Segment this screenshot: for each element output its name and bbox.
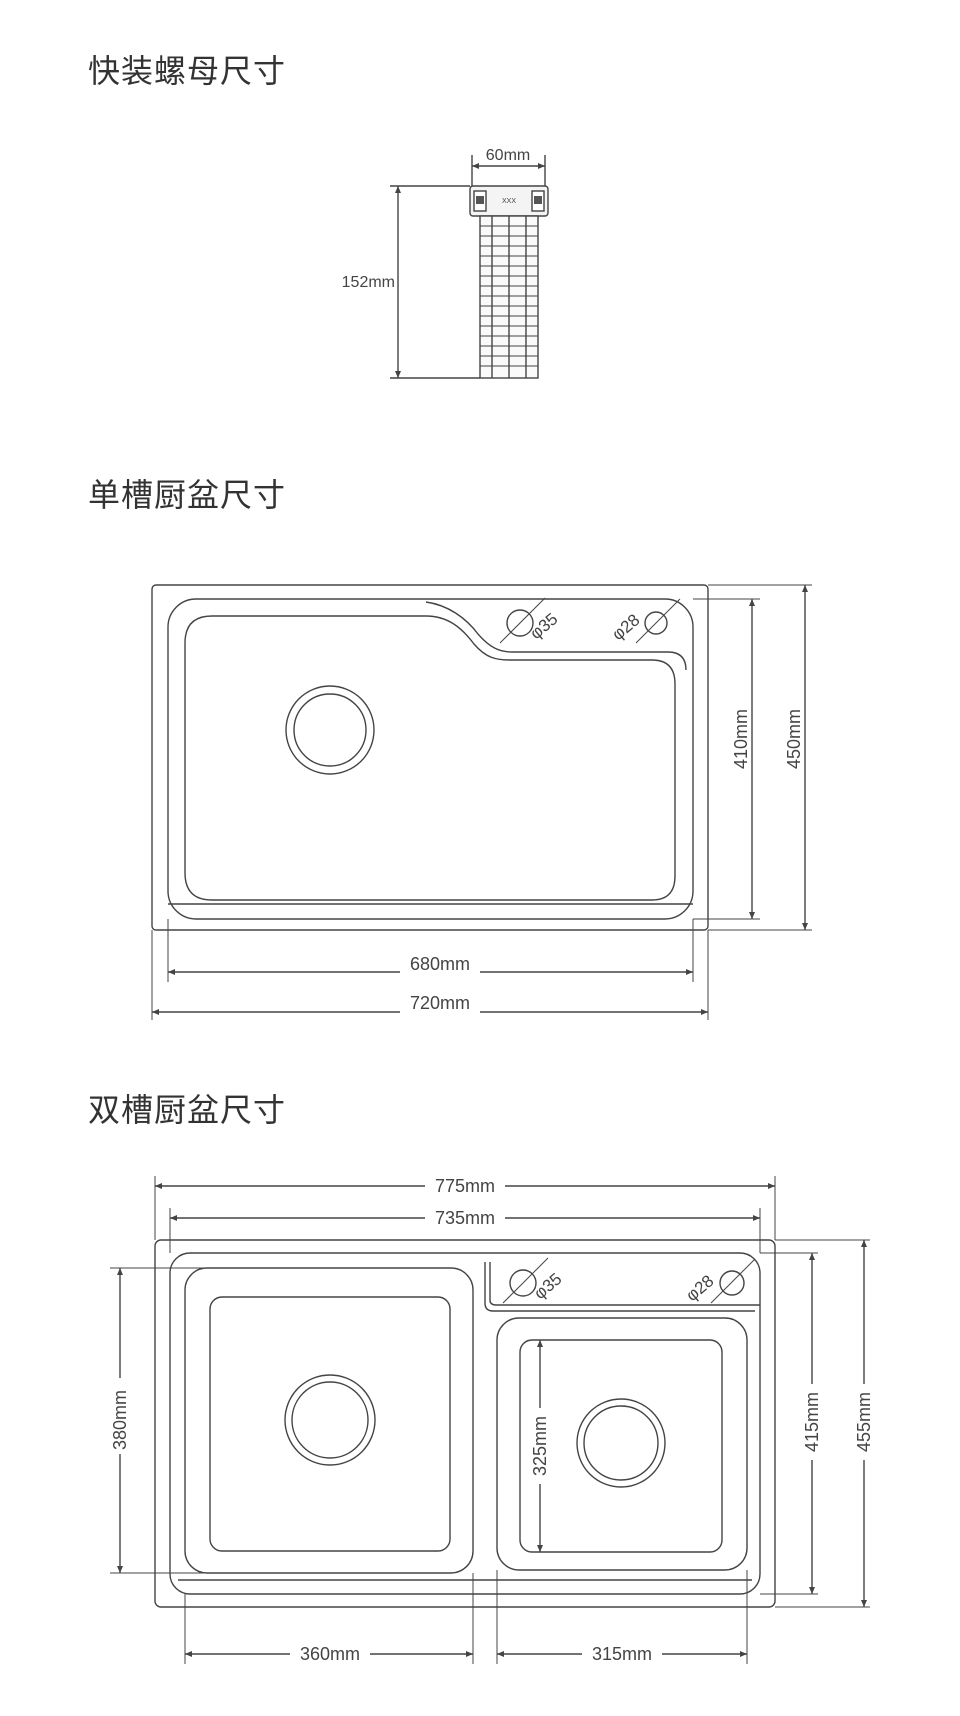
double-right-bowl-width-label: 315mm <box>592 1644 652 1664</box>
double-sink-faucet-ledge <box>484 1262 755 1312</box>
single-hole-large-label: φ35 <box>526 609 561 643</box>
nut-section-title: 快装螺母尺寸 <box>88 52 287 90</box>
single-sink-outer-rim <box>151 584 709 931</box>
double-sink-drawing <box>110 1176 870 1664</box>
double-sink-right-drain-inner <box>583 1405 659 1481</box>
nut-height-label: 152mm <box>342 274 395 291</box>
double-outer-width-label: 775mm <box>435 1176 495 1196</box>
double-sink-faucet-hole <box>509 1269 537 1297</box>
double-hole-small-label: φ28 <box>682 1271 717 1305</box>
double-inner-width-label: 735mm <box>435 1208 495 1228</box>
double-sink-left-drain-inner <box>291 1381 369 1459</box>
single-sink-deck <box>167 598 694 920</box>
single-sink-drain-inner <box>293 693 367 767</box>
single-outer-height-label: 450mm <box>784 709 804 769</box>
nut-logo-text: XXX <box>502 198 516 205</box>
double-sink-left-drain-outer <box>284 1374 376 1466</box>
double-sink-right-bowl-floor <box>519 1339 723 1553</box>
quick-nut-drawing <box>390 155 549 379</box>
double-right-bowl-height-label: 325mm <box>530 1416 550 1476</box>
double-sink-left-bowl <box>184 1267 474 1574</box>
single-inner-height-label: 410mm <box>731 709 751 769</box>
nut-width-label: 60mm <box>486 147 530 164</box>
double-sink-outer-rim <box>154 1239 776 1608</box>
double-inner-height-label: 415mm <box>802 1392 822 1452</box>
single-sink-drain-outer <box>285 685 375 775</box>
single-outer-width-label: 720mm <box>410 993 470 1013</box>
double-left-bowl-height-label: 380mm <box>110 1390 130 1450</box>
single-sink-drawing <box>151 584 812 1020</box>
double-sink-right-drain-outer <box>576 1398 666 1488</box>
double-sink-deck <box>169 1252 761 1595</box>
double-sink-soap-hole <box>719 1270 745 1296</box>
nut-thread-rings <box>480 225 538 367</box>
double-sink-section-title: 双槽厨盆尺寸 <box>88 1091 287 1129</box>
single-inner-width-label: 680mm <box>410 954 470 974</box>
single-hole-small-label: φ28 <box>608 610 643 644</box>
single-sink-section-title: 单槽厨盆尺寸 <box>88 476 287 514</box>
single-sink-faucet-hole <box>506 609 534 637</box>
single-sink-soap-hole <box>644 611 668 635</box>
double-sink-right-bowl <box>496 1317 748 1571</box>
double-left-bowl-width-label: 360mm <box>300 1644 360 1664</box>
double-hole-large-label: φ35 <box>530 1269 565 1303</box>
double-sink-left-bowl-floor <box>209 1296 451 1552</box>
single-sink-bowl <box>184 615 676 901</box>
double-outer-height-label: 455mm <box>854 1392 874 1452</box>
